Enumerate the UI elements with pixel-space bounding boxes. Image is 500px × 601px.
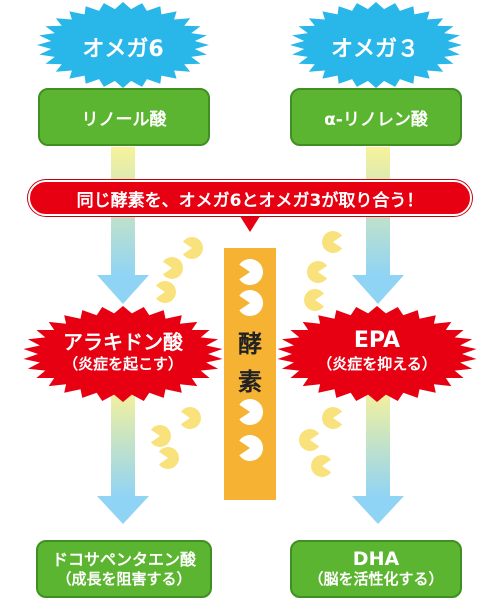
alpha-linolenic-acid-box: α-リノレン酸	[290, 88, 462, 146]
alpha-linolenic-acid-label: α-リノレン酸	[324, 109, 428, 130]
pacman-icon	[158, 446, 179, 469]
pacman-icon	[239, 290, 264, 316]
arachidonic-acid-label: アラキドン酸	[63, 330, 183, 354]
pacman-icon	[311, 455, 332, 478]
epa-effect: （炎症を抑える）	[317, 355, 437, 373]
pacman-icon	[239, 399, 264, 425]
pacman-icon	[322, 231, 343, 254]
pacman-icon	[155, 281, 176, 303]
dha-label: DHA	[352, 548, 400, 571]
pacman-icon	[304, 289, 325, 312]
pacman-icon	[239, 435, 264, 461]
pacman-icon	[239, 259, 264, 285]
docosapentaenoic-acid-label: ドコサペンタエン酸	[51, 550, 196, 570]
docosapentaenoic-acid-box: ドコサペンタエン酸 （成長を阻害する）	[36, 540, 212, 598]
competition-banner: 同じ酵素を、オメガ6とオメガ3が取り合う！	[28, 180, 472, 216]
arrow-down-icon	[97, 388, 149, 524]
dha-box: DHA （脳を活性化する）	[290, 540, 462, 598]
starburst-shape	[277, 306, 477, 402]
starburst-shape	[290, 2, 462, 88]
linoleic-acid-label: リノール酸	[81, 109, 167, 130]
enzyme-label-2: 素	[238, 368, 262, 396]
dha-effect: （脳を活性化する）	[308, 570, 444, 589]
banner-text: 同じ酵素を、オメガ6とオメガ3が取り合う！	[76, 190, 424, 211]
pacman-icon	[162, 257, 183, 279]
docosapentaenoic-acid-effect: （成長を阻害する）	[56, 569, 192, 588]
pacman-icon	[307, 261, 328, 283]
pacman-icon	[180, 407, 201, 429]
arrow-down-icon	[352, 147, 404, 304]
epa-label: EPA	[353, 328, 401, 353]
linoleic-acid-box: リノール酸	[38, 88, 210, 146]
arrow-down-icon	[352, 388, 404, 524]
pacman-icon	[299, 429, 320, 451]
starburst-shape	[23, 306, 223, 402]
pacman-icon	[182, 237, 203, 259]
omega3-title: オメガ３	[330, 37, 419, 62]
pacman-icon	[150, 424, 171, 447]
enzyme-label-1: 酵	[238, 330, 262, 358]
banner-pointer	[238, 213, 262, 232]
starburst-shape	[37, 2, 209, 88]
arachidonic-acid-effect: （炎症を起こす）	[63, 355, 183, 373]
omega6-title: オメガ6	[82, 37, 164, 62]
arrow-down-icon	[97, 147, 149, 304]
pacman-icon	[322, 407, 343, 429]
